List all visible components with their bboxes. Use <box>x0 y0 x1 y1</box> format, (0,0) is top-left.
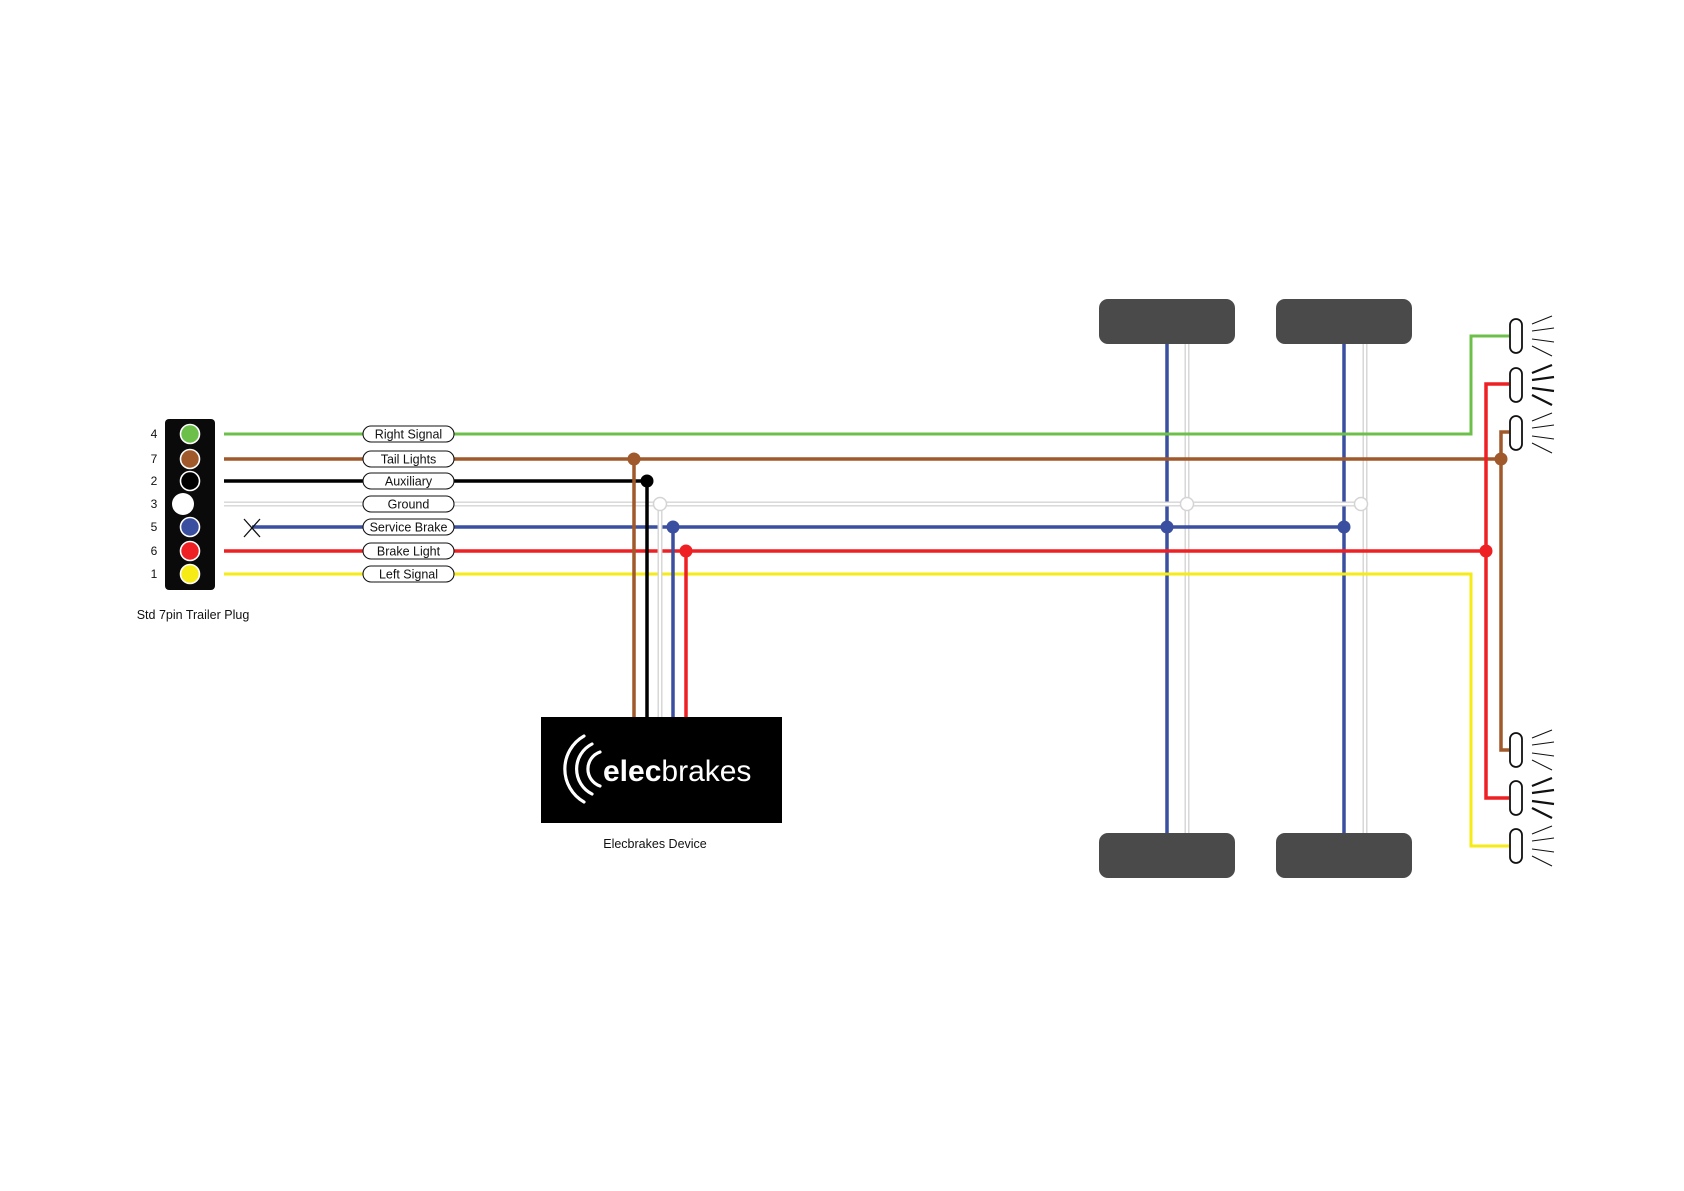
device-wires <box>632 459 688 717</box>
junction-dot <box>1479 544 1493 558</box>
wire-label-brake-light: Brake Light <box>362 542 455 560</box>
svg-text:Right Signal: Right Signal <box>375 428 442 442</box>
lamp-left-signal <box>1509 825 1555 867</box>
lamp-right-tail <box>1509 412 1555 454</box>
device-body <box>541 717 782 823</box>
junctions <box>627 452 1508 558</box>
lamp-left-tail <box>1509 729 1555 771</box>
axles <box>1099 299 1412 878</box>
wheel-bottom-left <box>1099 833 1235 878</box>
svg-text:Tail Lights: Tail Lights <box>381 453 437 467</box>
wheel-top-left <box>1099 299 1235 344</box>
wheel-top-right <box>1276 299 1412 344</box>
pin-2-auxiliary <box>179 470 201 492</box>
wire-label-service-brake: Service Brake <box>362 518 455 536</box>
device-caption: Elecbrakes Device <box>603 837 707 851</box>
wire-label-ground: Ground <box>362 495 455 513</box>
right-signal-wire <box>224 334 1509 436</box>
pin-5-service-brake <box>179 516 201 538</box>
pin-6-brake-light <box>179 540 201 562</box>
lamp-left-brake <box>1509 776 1555 819</box>
pin-number: 3 <box>151 497 158 511</box>
svg-text:Ground: Ground <box>388 498 430 512</box>
pin-number: 5 <box>151 520 158 534</box>
junction-dot <box>627 452 641 466</box>
pin-1-left-signal <box>179 563 201 585</box>
wire-labels: Right Signal Tail Lights Auxiliary Groun… <box>362 425 455 583</box>
elecbrakes-device: elecbrakes Elecbrakes Device <box>541 717 782 851</box>
junction-dot <box>652 496 668 512</box>
pin-number: 4 <box>151 427 158 441</box>
junction-dot <box>640 474 654 488</box>
pin-3-ground <box>172 493 194 515</box>
pin-4-right-signal <box>179 423 201 445</box>
tail-lights-rear-bus <box>1499 430 1509 752</box>
pin-number: 1 <box>151 567 158 581</box>
wheel-bottom-right <box>1276 833 1412 878</box>
lamp-right-signal <box>1509 315 1555 357</box>
left-signal-wire <box>224 572 1509 848</box>
pin-7-tail-lights <box>179 448 201 470</box>
no-connect-cross <box>243 518 261 538</box>
wire-label-auxiliary: Auxiliary <box>362 472 455 490</box>
plug-caption: Std 7pin Trailer Plug <box>137 608 250 622</box>
svg-text:Left Signal: Left Signal <box>379 568 438 582</box>
svg-text:Auxiliary: Auxiliary <box>385 475 433 489</box>
junction-dot <box>1494 452 1508 466</box>
junction-dot <box>679 544 693 558</box>
device-logo: elecbrakes <box>603 755 751 788</box>
junction-dot <box>666 520 680 534</box>
brake-light-rear-bus <box>1484 382 1509 800</box>
lamp-right-brake <box>1509 363 1555 406</box>
pin-number: 2 <box>151 474 158 488</box>
wire-label-right-signal: Right Signal <box>362 425 455 443</box>
trailer-plug: 4 7 2 3 5 6 1 Std 7pin Trailer Plug <box>137 419 250 622</box>
junction-dot <box>1353 496 1369 512</box>
horizontal-wires <box>224 334 1509 848</box>
junction-dot <box>1337 520 1351 534</box>
svg-text:Brake Light: Brake Light <box>377 545 441 559</box>
wireless-signal-icon <box>563 734 602 804</box>
pin-number: 6 <box>151 544 158 558</box>
junction-dot <box>1179 496 1195 512</box>
rear-lamp-wires <box>1484 382 1509 800</box>
wire-label-left-signal: Left Signal <box>362 565 455 583</box>
rear-lamps <box>1509 315 1555 867</box>
junction-dot <box>1160 520 1174 534</box>
pin-number: 7 <box>151 452 158 466</box>
svg-text:Service Brake: Service Brake <box>370 521 448 535</box>
wire-label-tail-lights: Tail Lights <box>362 450 455 468</box>
